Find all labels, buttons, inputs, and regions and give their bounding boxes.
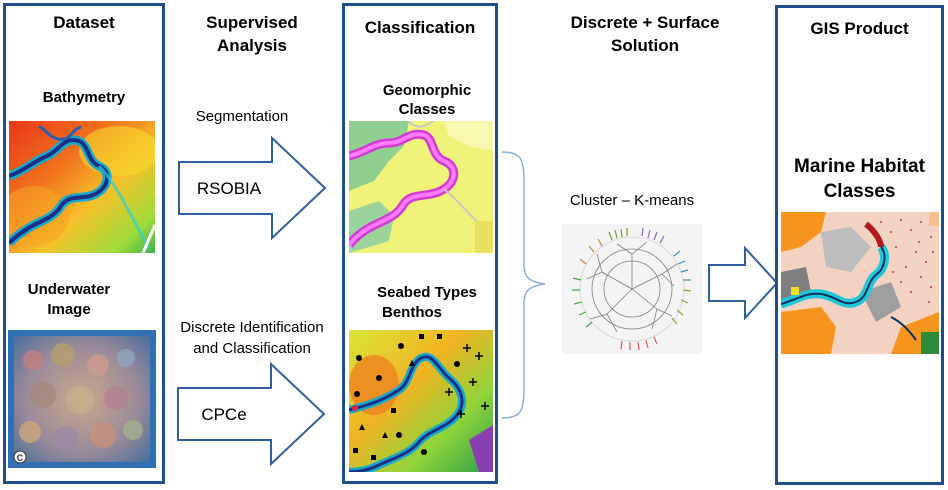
underwater-label-line1: Underwater xyxy=(27,281,111,298)
marine-habitat-label-line2: Classes xyxy=(823,181,896,202)
geomorphic-image xyxy=(349,121,493,253)
seabed-label-line1: Seabed Types xyxy=(377,284,477,301)
gis-arrow xyxy=(708,246,779,320)
underwater-image: C xyxy=(8,330,156,468)
seabed-image xyxy=(349,330,493,472)
discrete-surface-title-line1: Discrete + Surface xyxy=(570,13,720,32)
gis-title: GIS Product xyxy=(810,19,909,38)
merge-bracket xyxy=(501,151,546,419)
bathymetry-label: Bathymetry xyxy=(42,89,126,106)
marine-habitat-label-line1: Marine Habitat xyxy=(794,156,925,177)
underwater-label-line2: Image xyxy=(47,301,91,318)
discrete-label-line1: Discrete Identification xyxy=(180,319,324,336)
bathymetry-image xyxy=(9,121,155,253)
cpce-arrow xyxy=(177,362,326,466)
segmentation-label: Segmentation xyxy=(195,108,289,125)
supervised-title-line1: Supervised xyxy=(206,13,298,32)
seabed-label-line2: Benthos xyxy=(382,304,442,321)
discrete-label-line2: and Classification xyxy=(193,340,311,357)
rsobia-label: RSOBIA xyxy=(196,179,262,198)
geomorphic-label-line2: Classes xyxy=(398,101,456,118)
rsobia-arrow xyxy=(178,136,327,240)
cpce-label: CPCe xyxy=(201,405,247,424)
dataset-title: Dataset xyxy=(53,13,115,32)
geomorphic-label-line1: Geomorphic xyxy=(382,82,472,99)
supervised-title-line2: Analysis xyxy=(217,36,287,55)
discrete-surface-title-line2: Solution xyxy=(611,36,679,55)
cluster-label: Cluster – K-means xyxy=(569,192,695,209)
cluster-dendrogram xyxy=(562,224,702,354)
copyright-mark: C xyxy=(17,453,24,463)
classification-title: Classification xyxy=(364,18,476,37)
marine-habitat-map xyxy=(781,212,939,354)
